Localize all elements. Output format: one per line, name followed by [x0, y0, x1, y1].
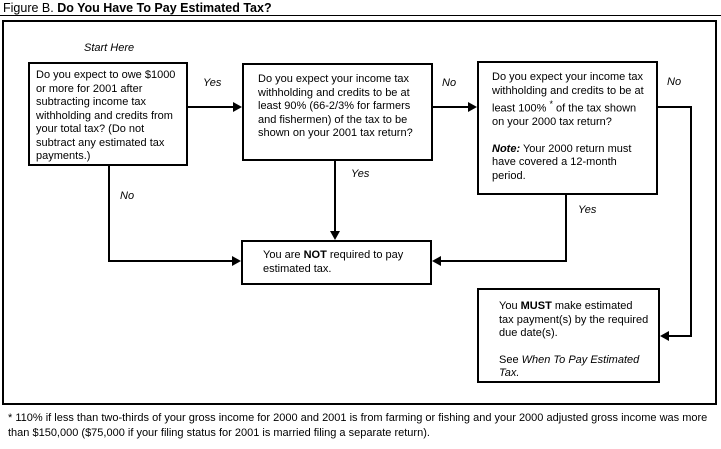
not-required-pre: You are [263, 249, 304, 261]
arrow-box1-no-shaft-h [108, 260, 233, 262]
figure-label: Figure B. [3, 1, 58, 15]
note-text: Your 2000 return must have covered a 12-… [492, 142, 632, 182]
arrow-box2-no-head [468, 102, 477, 112]
must-pay-see: See When To Pay Estimated Tax. [499, 354, 650, 381]
must-pay-pre: You [499, 300, 521, 312]
arrow-box3-no-shaft-h1 [658, 106, 692, 108]
arrow-box2-yes-shaft [334, 161, 336, 232]
question-box-90-percent-text: Do you expect your income tax withholdin… [258, 73, 413, 139]
must-pay-text: You MUST make estimated tax payment(s) b… [499, 300, 650, 341]
must-pay-emph: MUST [520, 300, 552, 312]
question-box-100-percent-text: Do you expect your income tax withholdin… [492, 71, 650, 130]
figure-heading: Do You Have To Pay Estimated Tax? [57, 1, 272, 15]
title-rule [0, 15, 721, 16]
note-label: Note: [492, 142, 521, 155]
footnote-asterisk-marker: * [549, 99, 553, 109]
arrow-box1-no-shaft-v [108, 166, 110, 262]
arrow-box2-yes-label: Yes [351, 168, 370, 180]
question-box-owe-1000: Do you expect to owe $1000 or more for 2… [28, 62, 188, 166]
not-required-emph: NOT [303, 249, 327, 261]
arrow-box3-yes-shaft-h [440, 260, 567, 262]
footnote-text: * 110% if less than two-thirds of your g… [8, 412, 708, 439]
arrow-box3-yes-shaft-v [565, 195, 567, 262]
arrow-box3-no-shaft-h2 [668, 335, 692, 337]
must-pay-post: make estimated tax payment(s) by the req… [499, 300, 649, 339]
arrow-box1-no-head [232, 256, 241, 266]
arrow-box1-no-label: No [120, 190, 135, 202]
not-required-text: You are NOT required to pay estimated ta… [263, 249, 424, 276]
arrow-box3-no-label: No [667, 76, 682, 88]
figure-title: Figure B. Do You Have To Pay Estimated T… [3, 1, 272, 15]
arrow-box1-yes-label: Yes [203, 77, 222, 89]
arrow-box3-yes-label: Yes [578, 204, 597, 216]
not-required-box: You are NOT required to pay estimated ta… [241, 240, 432, 285]
arrow-box2-no-shaft [433, 106, 469, 108]
arrow-box3-yes-head [432, 256, 441, 266]
question-100-pre: Do you expect your income tax withholdin… [492, 71, 644, 115]
see-pre: See [499, 353, 522, 366]
arrow-box3-no-shaft-v [690, 106, 692, 337]
see-reference: When To Pay Estimated Tax. [499, 353, 640, 380]
question-box-owe-1000-text: Do you expect to owe $1000 or more for 2… [36, 69, 176, 162]
must-pay-box: You MUST make estimated tax payment(s) b… [477, 288, 660, 383]
question-100-post: of the tax shown on your 2000 tax return… [492, 102, 637, 129]
not-required-post: required to pay estimated tax. [263, 249, 404, 275]
arrow-box3-no-head [660, 331, 669, 341]
arrow-box2-yes-head [330, 231, 340, 240]
question-box-100-percent: Do you expect your income tax withholdin… [477, 61, 658, 195]
question-box-90-percent: Do you expect your income tax withholdin… [242, 63, 433, 161]
arrow-box1-yes-head [233, 102, 242, 112]
arrow-box2-no-label: No [442, 77, 457, 89]
arrow-box1-yes-shaft [188, 106, 234, 108]
question-box-100-note: Note: Your 2000 return must have covered… [492, 143, 650, 184]
start-here-label: Start Here [84, 42, 135, 54]
